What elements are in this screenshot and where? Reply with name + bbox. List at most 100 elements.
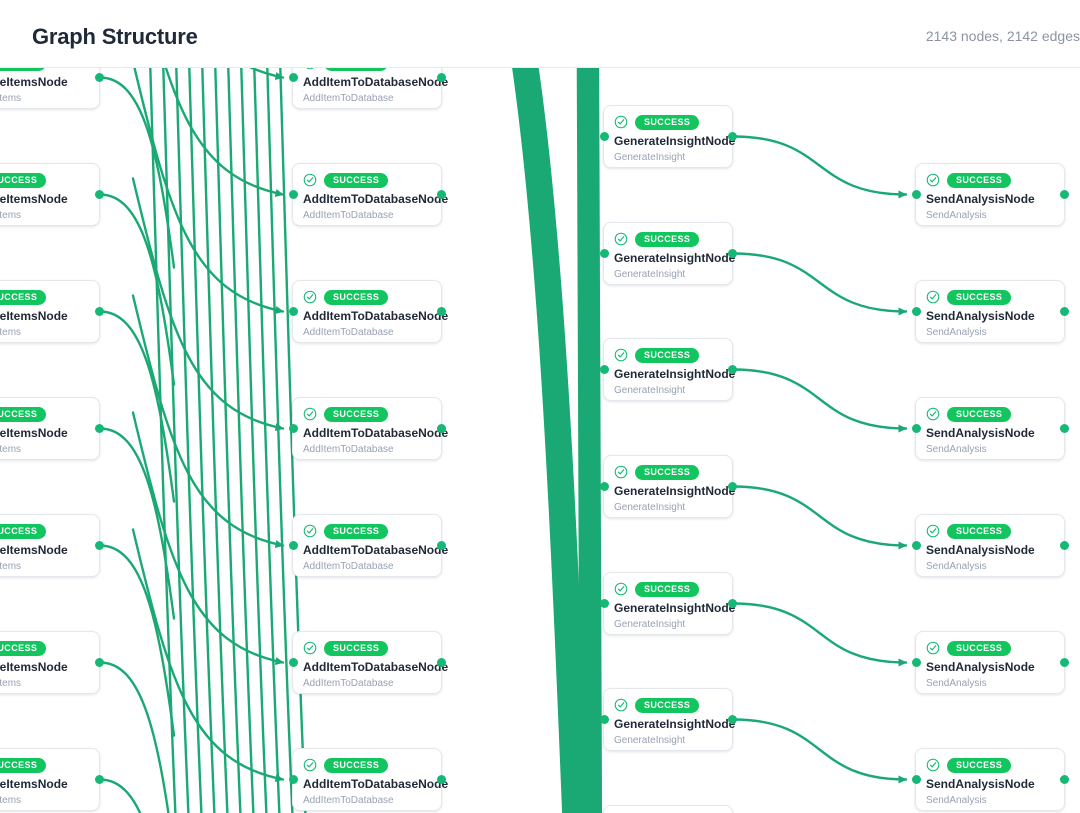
node-output-handle[interactable] <box>1059 307 1069 316</box>
graph-node-analyze-items[interactable]: SUCCESSAnalyzeItemsNodeAnalyzeItems <box>0 280 104 343</box>
node-output-handle[interactable] <box>436 190 446 199</box>
node-input-handle[interactable] <box>288 775 298 784</box>
node-output-handle[interactable] <box>94 775 104 784</box>
node-input-handle[interactable] <box>911 424 921 433</box>
node-input-handle[interactable] <box>911 190 921 199</box>
node-status-row: SUCCESS <box>614 114 722 130</box>
node-title: AnalyzeItemsNode <box>0 660 68 674</box>
node-status-row: SUCCESS <box>926 640 1054 656</box>
graph-edge <box>592 68 598 813</box>
node-input-handle[interactable] <box>288 658 298 667</box>
node-output-handle[interactable] <box>436 541 446 550</box>
node-output-handle[interactable] <box>436 775 446 784</box>
status-badge: SUCCESS <box>324 68 389 71</box>
node-output-handle[interactable] <box>727 249 737 258</box>
node-subtitle: AddItemToDatabase <box>303 678 394 689</box>
node-output-handle[interactable] <box>94 307 104 316</box>
node-status-row: SUCCESS <box>926 289 1054 305</box>
node-input-handle[interactable] <box>599 249 609 258</box>
graph-edge <box>149 68 177 813</box>
node-input-handle[interactable] <box>288 424 298 433</box>
node-status-row: SUCCESS <box>614 697 722 713</box>
node-input-handle[interactable] <box>911 541 921 550</box>
node-subtitle: AddItemToDatabase <box>303 93 394 104</box>
check-circle-icon <box>306 68 314 70</box>
node-input-handle[interactable] <box>288 307 298 316</box>
node-input-handle[interactable] <box>599 132 609 141</box>
graph-edge <box>240 68 268 813</box>
status-badge: SUCCESS <box>0 757 47 773</box>
node-output-handle[interactable] <box>436 658 446 667</box>
graph-edge <box>578 332 596 374</box>
node-output-handle[interactable] <box>436 424 446 433</box>
graph-node-analyze-items[interactable]: SUCCESSAnalyzeItemsNodeAnalyzeItems <box>0 397 104 460</box>
node-output-handle[interactable] <box>1059 775 1069 784</box>
graph-edge <box>578 68 585 813</box>
node-output-handle[interactable] <box>1059 541 1069 550</box>
node-output-handle[interactable] <box>727 599 737 608</box>
node-output-handle[interactable] <box>1059 658 1069 667</box>
node-output-handle[interactable] <box>94 190 104 199</box>
node-output-handle[interactable] <box>1059 190 1069 199</box>
node-title: AddItemToDatabaseNode <box>303 192 449 206</box>
graph-node-analyze-items[interactable]: SUCCESSAnalyzeItemsNodeAnalyzeItems <box>0 514 104 577</box>
node-title: GenerateInsightNode <box>614 601 736 615</box>
node-output-handle[interactable] <box>94 73 104 82</box>
node-output-handle[interactable] <box>94 658 104 667</box>
node-output-handle[interactable] <box>727 132 737 141</box>
graph-edge <box>731 485 908 550</box>
node-output-handle[interactable] <box>727 715 737 724</box>
status-badge: SUCCESS <box>947 757 1012 773</box>
node-status-row: SUCCESS <box>926 757 1054 773</box>
node-status-row: SUCCESS <box>926 523 1054 539</box>
node-input-handle[interactable] <box>599 365 609 374</box>
node-input-handle[interactable] <box>911 658 921 667</box>
node-output-handle[interactable] <box>436 73 446 82</box>
node-status-row: SUCCESS <box>0 640 89 656</box>
graph-edge <box>516 68 570 813</box>
node-input-handle[interactable] <box>599 715 609 724</box>
node-input-handle[interactable] <box>599 482 609 491</box>
graph-node-analyze-items[interactable]: SUCCESSAnalyzeItemsNodeAnalyzeItems <box>0 163 104 226</box>
node-output-handle[interactable] <box>727 482 737 491</box>
node-input-handle[interactable] <box>288 190 298 199</box>
node-output-handle[interactable] <box>727 365 737 374</box>
graph-node-analyze-items[interactable]: SUCCESSAnalyzeItemsNodeAnalyzeItems <box>0 68 104 109</box>
node-input-handle[interactable] <box>288 73 298 82</box>
node-subtitle: AddItemToDatabase <box>303 210 394 221</box>
graph-node-generate-insight[interactable]: SUCCESSGenerateInsightNodeGenerateInsigh… <box>603 805 733 813</box>
graph-canvas[interactable]: SUCCESSAnalyzeItemsNodeAnalyzeItemsSUCCE… <box>0 68 1080 813</box>
graph-node-add-item-to-database[interactable]: SUCCESSAddItemToDatabaseNodeAddItemToDat… <box>288 68 448 109</box>
node-subtitle: SendAnalysis <box>926 327 987 338</box>
node-input-handle[interactable] <box>599 599 609 608</box>
node-output-handle[interactable] <box>94 541 104 550</box>
node-output-handle[interactable] <box>436 307 446 316</box>
node-input-handle[interactable] <box>288 541 298 550</box>
graph-node-analyze-items[interactable]: SUCCESSAnalyzeItemsNodeAnalyzeItems <box>0 748 104 811</box>
node-input-handle[interactable] <box>911 307 921 316</box>
graph-node-analyze-items[interactable]: SUCCESSAnalyzeItemsNodeAnalyzeItems <box>0 631 104 694</box>
node-output-handle[interactable] <box>1059 424 1069 433</box>
graph-edge <box>731 135 908 199</box>
node-subtitle: SendAnalysis <box>926 561 987 572</box>
node-output-handle[interactable] <box>94 424 104 433</box>
node-input-handle[interactable] <box>911 775 921 784</box>
